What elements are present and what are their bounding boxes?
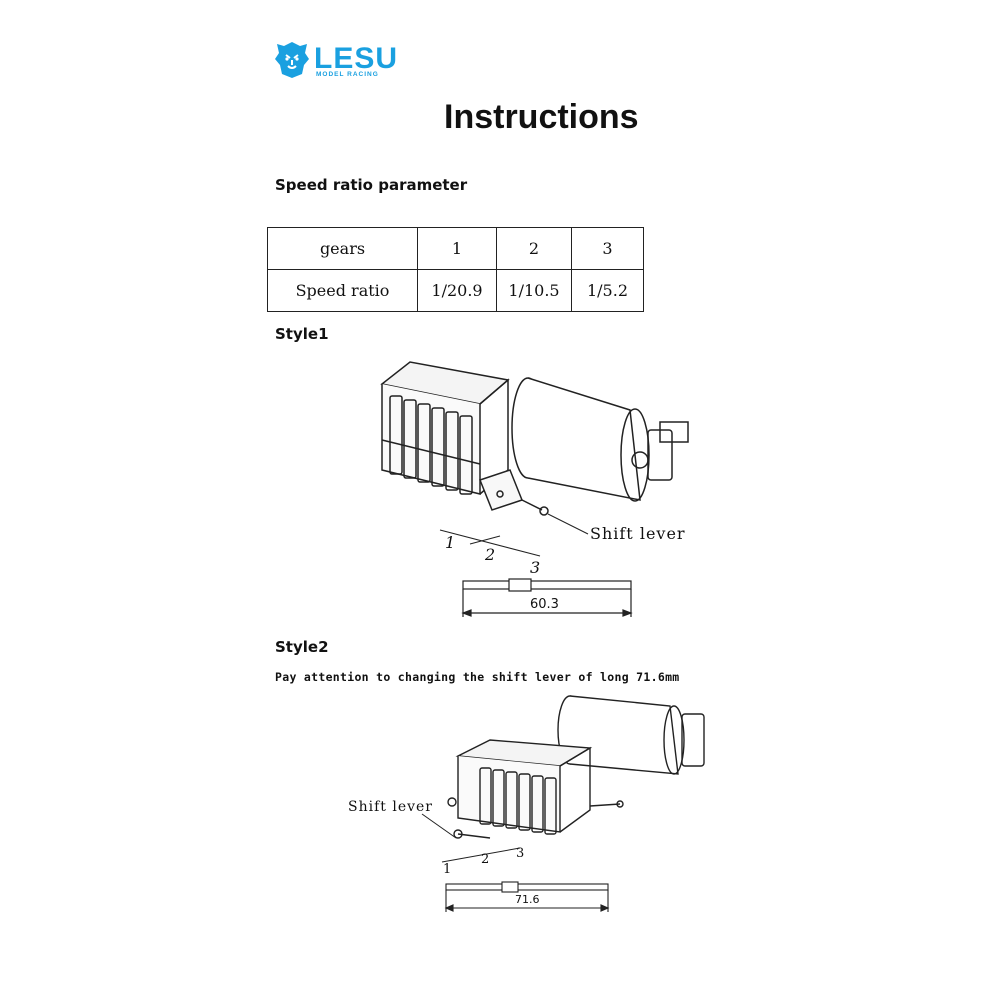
callout-line-style2: [421, 813, 457, 839]
table-cell-ratio: 1/10.5: [496, 269, 572, 312]
shift-lever-callout: Shift lever: [590, 524, 686, 543]
lion-logo-icon: [275, 42, 309, 78]
page-title: Instructions: [444, 98, 639, 136]
table-cell-ratio: 1/5.2: [571, 269, 644, 312]
gearbox-drawing-style2: [441, 695, 705, 863]
table-cell-gear: 1: [417, 227, 497, 270]
lever-dimension-style1: [461, 578, 633, 617]
position-label-1: 1: [443, 862, 453, 877]
style2-heading: Style2: [275, 638, 329, 656]
brand-name: LESU: [314, 42, 399, 75]
position-label-3: 3: [530, 558, 542, 577]
table-cell-gear: 2: [496, 227, 572, 270]
position-label-2: 2: [485, 545, 497, 564]
table-row: Speed ratio 1/20.9 1/10.5 1/5.2: [267, 269, 644, 312]
position-label-1: 1: [445, 533, 457, 552]
style1-heading: Style1: [275, 325, 329, 343]
shift-lever-callout-style2: Shift lever: [348, 799, 433, 815]
position-label-3: 3: [516, 846, 526, 861]
table-cell-gear: 3: [571, 227, 644, 270]
table-cell-ratio: 1/20.9: [417, 269, 497, 312]
table-row: gears 1 2 3: [267, 227, 644, 270]
table-header-gears: gears: [267, 227, 418, 270]
position-label-2: 2: [481, 852, 491, 867]
lever-dimension-style2: [444, 881, 610, 912]
brand-tagline: MODEL RACING: [316, 71, 379, 78]
gearbox-drawing-style1: [380, 361, 689, 557]
table-row-label-speed-ratio: Speed ratio: [267, 269, 418, 312]
speed-ratio-heading: Speed ratio parameter: [275, 176, 468, 194]
speed-ratio-table: gears 1 2 3 Speed ratio 1/20.9 1/10.5 1/…: [267, 227, 644, 312]
lever-length-style2: 71.6: [515, 893, 540, 906]
lever-length-style1: 60.3: [530, 597, 559, 612]
style2-note: Pay attention to changing the shift leve…: [275, 670, 680, 684]
